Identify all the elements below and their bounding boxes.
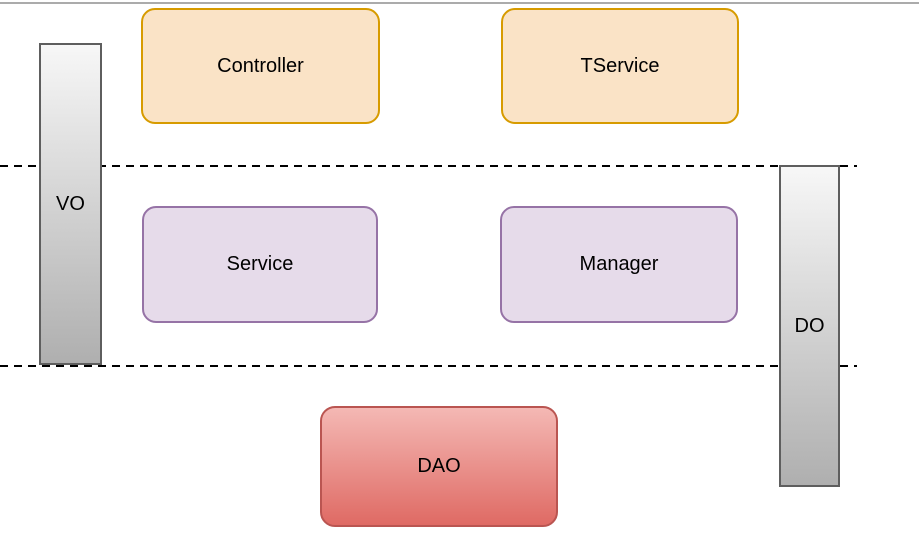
do-bar-label: DO (794, 314, 825, 337)
node-controller-label: Controller (217, 54, 304, 77)
vo-bar: VO (39, 43, 102, 365)
node-manager-label: Manager (579, 253, 659, 275)
node-tservice-label: TService (580, 54, 660, 77)
node-controller: Controller (141, 8, 380, 124)
vo-bar-label: VO (56, 192, 85, 215)
node-dao: DAO (320, 406, 558, 527)
do-bar: DO (779, 165, 840, 487)
top-divider-rule (0, 2, 919, 4)
node-service: Service (142, 206, 378, 323)
node-dao-label: DAO (417, 455, 461, 477)
node-service-label: Service (226, 253, 294, 275)
node-tservice: TService (501, 8, 739, 124)
node-manager: Manager (500, 206, 738, 323)
